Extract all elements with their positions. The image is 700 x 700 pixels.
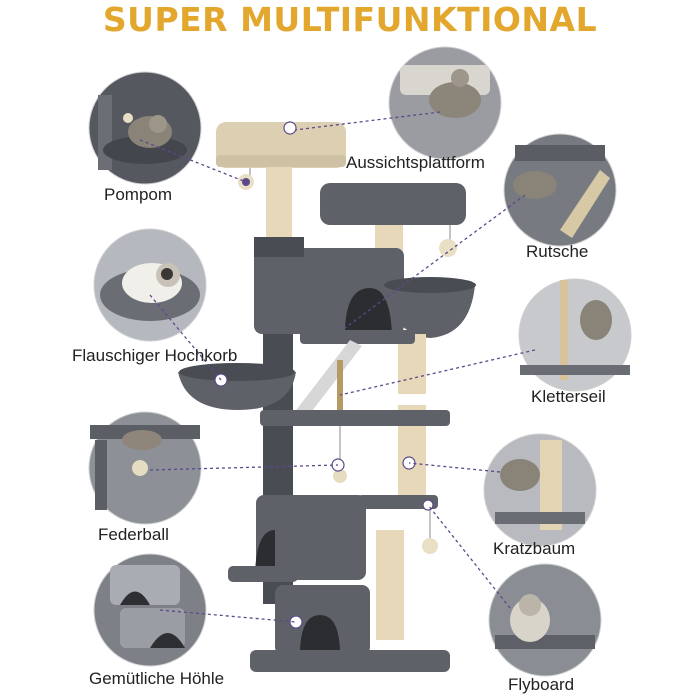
leader-flyboard bbox=[427, 504, 511, 609]
detail-circle-hochkorb bbox=[93, 228, 207, 342]
detail-circle-federball bbox=[88, 411, 202, 525]
cat-tree bbox=[178, 122, 476, 672]
leader-lines bbox=[139, 111, 536, 623]
label-kratzbaum: Kratzbaum bbox=[493, 539, 576, 558]
label-gemutliche-hohle: Gemütliche Höhle bbox=[89, 669, 225, 688]
detail-circle-rutsche bbox=[503, 133, 617, 247]
detail-circle-kletterseil bbox=[518, 278, 632, 392]
leader-hohle bbox=[159, 609, 297, 623]
leader-kletterseil bbox=[339, 349, 536, 396]
leader-rutsche bbox=[344, 194, 526, 329]
leader-hochkorb bbox=[149, 294, 222, 381]
detail-circle-hohle bbox=[93, 553, 207, 667]
leader-pompom bbox=[139, 139, 247, 183]
label-rutsche: Rutsche bbox=[526, 242, 589, 261]
label-flyboard: Flyboard bbox=[508, 675, 575, 694]
leader-federball bbox=[149, 464, 339, 471]
detail-circle-kratzbaum bbox=[483, 433, 597, 547]
label-pompom: Pompom bbox=[104, 185, 173, 204]
label-flauschiger-hochkorb: Flauschiger Hochkorb bbox=[72, 346, 238, 365]
label-aussichtsplattform: Aussichtsplattform bbox=[346, 153, 485, 172]
page-title: SUPER MULTIFUNKTIONAL bbox=[102, 0, 598, 39]
detail-circle-flyboard bbox=[488, 563, 602, 677]
detail-circle-aussichtsplattform bbox=[388, 46, 502, 160]
label-kletterseil: Kletterseil bbox=[531, 387, 606, 406]
detail-circle-pompom bbox=[88, 71, 202, 185]
leader-aussichtsplattform bbox=[294, 111, 441, 131]
label-federball: Federball bbox=[98, 525, 169, 544]
